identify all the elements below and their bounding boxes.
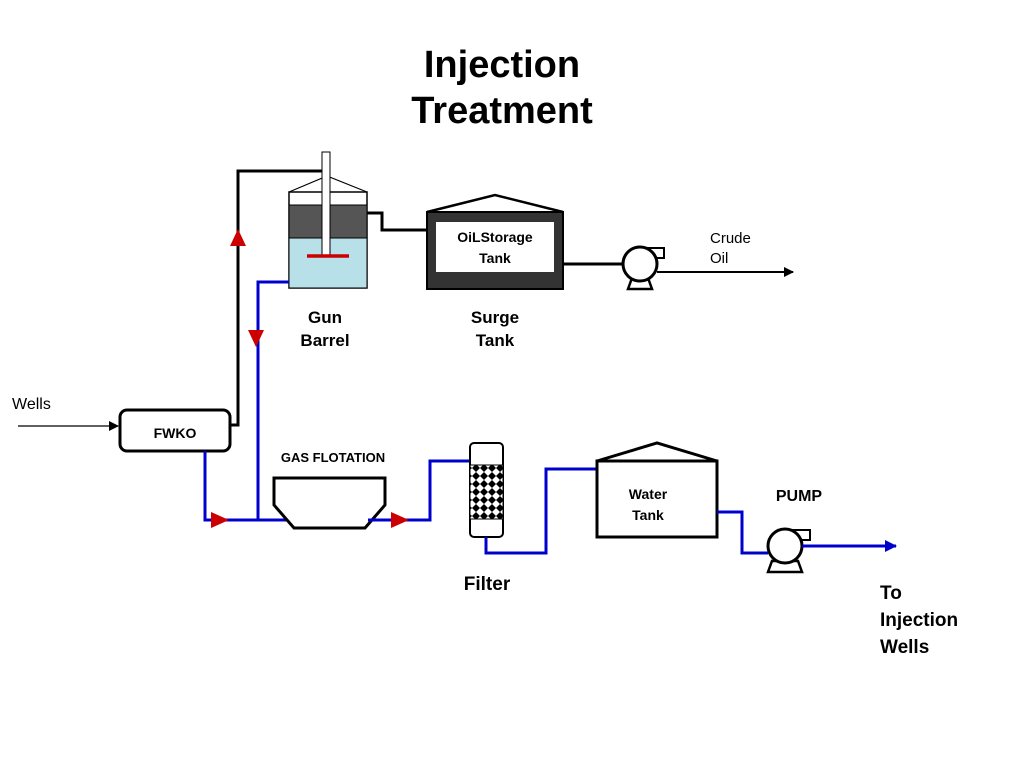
- surge-tank-label-1: Surge: [471, 308, 519, 327]
- oil-storage-label-panel: [436, 222, 554, 272]
- water-tank-label-1: Water: [629, 486, 668, 502]
- to-injection-label-2: Injection: [880, 610, 958, 631]
- filter-vessel: [469, 442, 504, 538]
- crude-oil-label-2: Oil: [710, 250, 728, 267]
- gun-barrel: [288, 151, 368, 289]
- flow-arrow-up: [230, 229, 246, 246]
- crude-oil-label-1: Crude: [710, 230, 751, 247]
- page-title: Injection Treatment: [302, 42, 702, 134]
- flow-arrow-down: [248, 330, 264, 347]
- injection-pump-icon: [766, 527, 811, 574]
- fwko-label: FWKO: [154, 425, 197, 441]
- gun-barrel-to-storage-line: [367, 211, 427, 232]
- filter-to-water-tank-line: [484, 467, 597, 555]
- to-injection-label-3: Wells: [880, 637, 929, 658]
- oil-storage-label-2: Tank: [479, 250, 511, 266]
- oil-storage-label-1: OiLStorage: [457, 229, 533, 245]
- gas-flotation-unit: [272, 476, 387, 530]
- water-tank-label-2: Tank: [632, 507, 664, 523]
- water-tank-shell: [595, 459, 719, 539]
- crude-oil-pump-icon: [621, 245, 665, 291]
- water-tank-roof: [596, 441, 718, 463]
- fwko-to-flotation-line: [203, 451, 293, 522]
- filter-label: Filter: [464, 574, 511, 595]
- oil-storage-tank: [426, 193, 564, 290]
- surge-tank-label-2: Tank: [476, 331, 515, 350]
- fwko-vessel: [118, 408, 232, 453]
- to-injection-label-1: To: [880, 583, 902, 604]
- gun-barrel-water-return-line: [256, 280, 289, 520]
- title-line-1: Injection: [423, 44, 581, 86]
- flow-arrow-right-1: [211, 512, 229, 528]
- gun-barrel-label-1: Gun: [308, 308, 342, 327]
- gas-flotation-label: GAS FLOTATION: [281, 450, 385, 465]
- pump-label: PUMP: [776, 488, 823, 505]
- filter-media: [469, 464, 504, 520]
- flow-arrow-right-2: [391, 512, 409, 528]
- gun-barrel-inlet-pipe: [321, 151, 331, 257]
- water-tank-to-pump-line: [717, 510, 768, 555]
- gun-barrel-label-2: Barrel: [300, 331, 349, 350]
- oil-storage-roof: [426, 193, 564, 214]
- title-line-2: Treatment: [411, 90, 593, 132]
- wells-label: Wells: [12, 396, 51, 413]
